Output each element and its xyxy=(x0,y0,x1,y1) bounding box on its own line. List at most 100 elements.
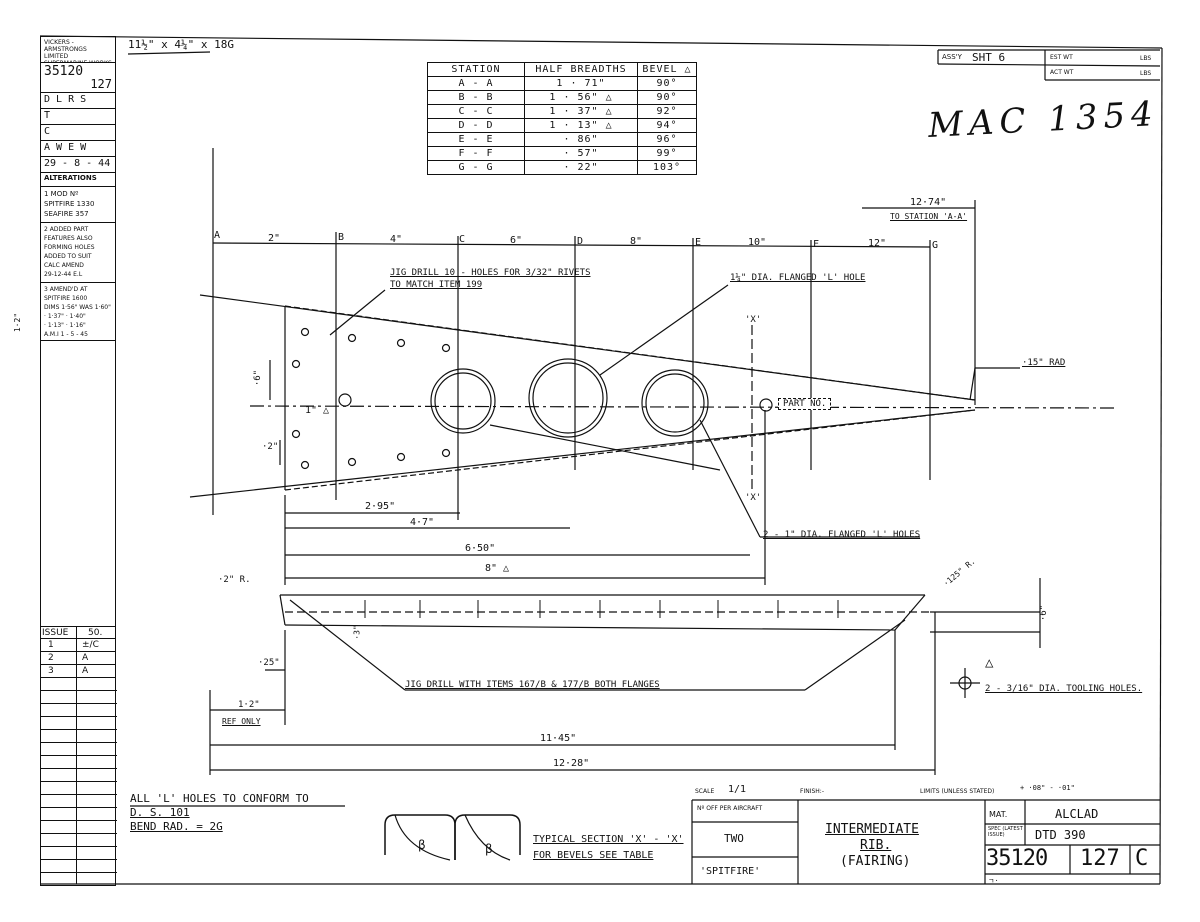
strip-a: A W E W xyxy=(41,141,115,157)
half-breadth-cell: 1 · 56" △ xyxy=(524,90,638,105)
dim-11-45: 11·45" xyxy=(540,733,577,744)
strip-d: D L R S xyxy=(41,93,115,109)
dim-8: 8" △ xyxy=(485,563,510,574)
spacing-2: 2" xyxy=(268,233,281,244)
note-line-1: ALL 'L' HOLES TO CONFORM TO xyxy=(130,792,309,805)
strip-alt3-4: · 1·37" · 1·40" xyxy=(44,313,86,320)
limits-label: LIMITS (UNLESS STATED) xyxy=(920,788,995,795)
strip-alt2-6: 29-12-44 E.L xyxy=(44,271,83,278)
dim-4-7: 4·7" xyxy=(410,517,435,528)
half-breadth-header: HALF BREADTHS xyxy=(524,62,638,77)
dim-3: ·3" xyxy=(352,625,362,640)
section-x-top: 'X' xyxy=(745,315,762,325)
station-cell: D - D xyxy=(427,118,525,133)
station-g-label: G xyxy=(932,240,939,251)
issue-header-value: 50. xyxy=(88,628,103,638)
station-c-label: C xyxy=(459,234,466,245)
half-breadth-cell: · 86" xyxy=(524,132,638,147)
strip-mod: 1 MOD Nº xyxy=(44,190,79,198)
tooling-holes-note: 2 - 3/16" DIA. TOOLING HOLES. xyxy=(985,684,1143,694)
scale-label: SCALE xyxy=(695,788,715,795)
assy-label: ASS'Y xyxy=(942,53,962,61)
dim-2r: ·2" R. xyxy=(218,575,251,585)
bevel-cell: 103° xyxy=(637,160,697,175)
jig-drill-note-1a: JIG DRILL 10 - HOLES FOR 3/32" RIVETS xyxy=(390,268,591,278)
station-e-label: E xyxy=(695,237,702,248)
half-breadth-cell: 1 · 71" xyxy=(524,76,638,91)
scale-value: 1/1 xyxy=(728,784,747,795)
flanged-hole-note: 1¼" DIA. FLANGED 'L' HOLE xyxy=(730,273,866,283)
bevel-symbol-left: β xyxy=(418,838,426,852)
bevel-cell: 90° xyxy=(637,90,697,105)
title-line-3: (FAIRING) xyxy=(840,854,911,869)
dim-25: ·25" xyxy=(258,658,280,668)
section-note-2: FOR BEVELS SEE TABLE xyxy=(533,850,654,861)
bevel-cell: 96° xyxy=(637,132,697,147)
part-number-box: PART NO. xyxy=(778,398,832,410)
half-breadth-cell: 1 · 37" △ xyxy=(524,104,638,119)
dim-12-28: 12·28" xyxy=(553,758,590,769)
bevel-cell: 90° xyxy=(637,76,697,91)
strip-alt2-5: CALC AMEND xyxy=(44,262,84,269)
ref-only: REF ONLY xyxy=(222,717,261,726)
strip-alterations: ALTERATIONS xyxy=(41,173,115,187)
station-d-label: D xyxy=(577,236,584,247)
issue-row-3-no: 3 xyxy=(48,666,54,676)
title-drawing-number: 35120 xyxy=(986,846,1048,871)
strip-drawing-number: 35120 xyxy=(44,64,84,79)
strip-alt2-1: 2 ADDED PART xyxy=(44,226,89,233)
spec-label: SPEC (LATEST ISSUE) xyxy=(988,826,1023,838)
strip-alt3-1: 3 AMEND'D AT xyxy=(44,286,88,293)
station-cell: C - C xyxy=(427,104,525,119)
dim-12-74: 12·74" xyxy=(910,197,947,208)
spacing-6: 6" xyxy=(510,235,523,246)
bevel-symbol-right: β xyxy=(485,842,493,856)
title-line-2: RIB. xyxy=(860,838,892,853)
bevel-cell: 94° xyxy=(637,118,697,133)
spacing-8: 8" xyxy=(630,236,643,247)
side-mark: 1·2" xyxy=(13,312,23,333)
issue-row-2-val: A xyxy=(82,653,89,663)
finish-label: FINISH:- xyxy=(800,788,824,795)
title-issue-letter: C xyxy=(1135,846,1149,871)
strip-date: 29 - 8 - 44 xyxy=(41,157,115,173)
issue-header: ISSUE xyxy=(42,628,69,638)
bevel-header: BEVEL △ xyxy=(637,62,697,77)
spacing-10: 10" xyxy=(748,237,767,248)
limits-value: + ·08" - ·01" xyxy=(1020,784,1075,792)
jig-drill-note-1b: TO MATCH ITEM 199 xyxy=(390,280,483,290)
dim-2: ·2" xyxy=(262,442,279,452)
station-cell: F - F xyxy=(427,146,525,161)
left-strip: VICKERS - ARMSTRONGS LIMITED SUPERMARINE… xyxy=(40,36,116,886)
strip-mod-line1: SPITFIRE 1330 xyxy=(44,200,95,208)
strip-alt2-3: FORMING HOLES xyxy=(44,244,95,251)
half-breadth-cell: · 22" xyxy=(524,160,638,175)
section-note-1: TYPICAL SECTION 'X' - 'X' xyxy=(533,834,684,845)
section-x-bottom: 'X' xyxy=(745,493,762,503)
dim-6b: ·6" xyxy=(1039,604,1050,622)
strip-sheet: 127 xyxy=(90,77,112,91)
issue-row-1-val: ±/C xyxy=(82,640,99,650)
strip-alt3-5: · 1·13" · 1·16" xyxy=(44,322,86,329)
station-a-label: A xyxy=(214,230,221,241)
strip-alt3-3: DIMS 1·56" WAS 1·60" xyxy=(44,304,111,311)
bevel-cell: 92° xyxy=(637,104,697,119)
strip-c: C xyxy=(41,125,115,141)
dim-6: ·6" xyxy=(253,369,264,387)
station-header: STATION xyxy=(427,62,525,77)
table-row: F - F· 57"99° xyxy=(427,146,697,161)
spec-value: DTD 390 xyxy=(1035,828,1086,842)
maker-name: VICKERS - ARMSTRONGS LIMITED SUPERMARINE… xyxy=(41,37,115,63)
aircraft-name: 'SPITFIRE' xyxy=(700,866,761,877)
station-f-label: F xyxy=(813,239,820,250)
note-line-3: BEND RAD. = 2G xyxy=(130,820,223,833)
act-wt-label: ACT WT xyxy=(1050,69,1074,76)
radius-note: ·15" RAD xyxy=(1022,358,1066,368)
spacing-12: 12" xyxy=(868,238,887,249)
mat-label: MAT. xyxy=(989,810,1008,819)
issue-row-3-val: A xyxy=(82,666,89,676)
